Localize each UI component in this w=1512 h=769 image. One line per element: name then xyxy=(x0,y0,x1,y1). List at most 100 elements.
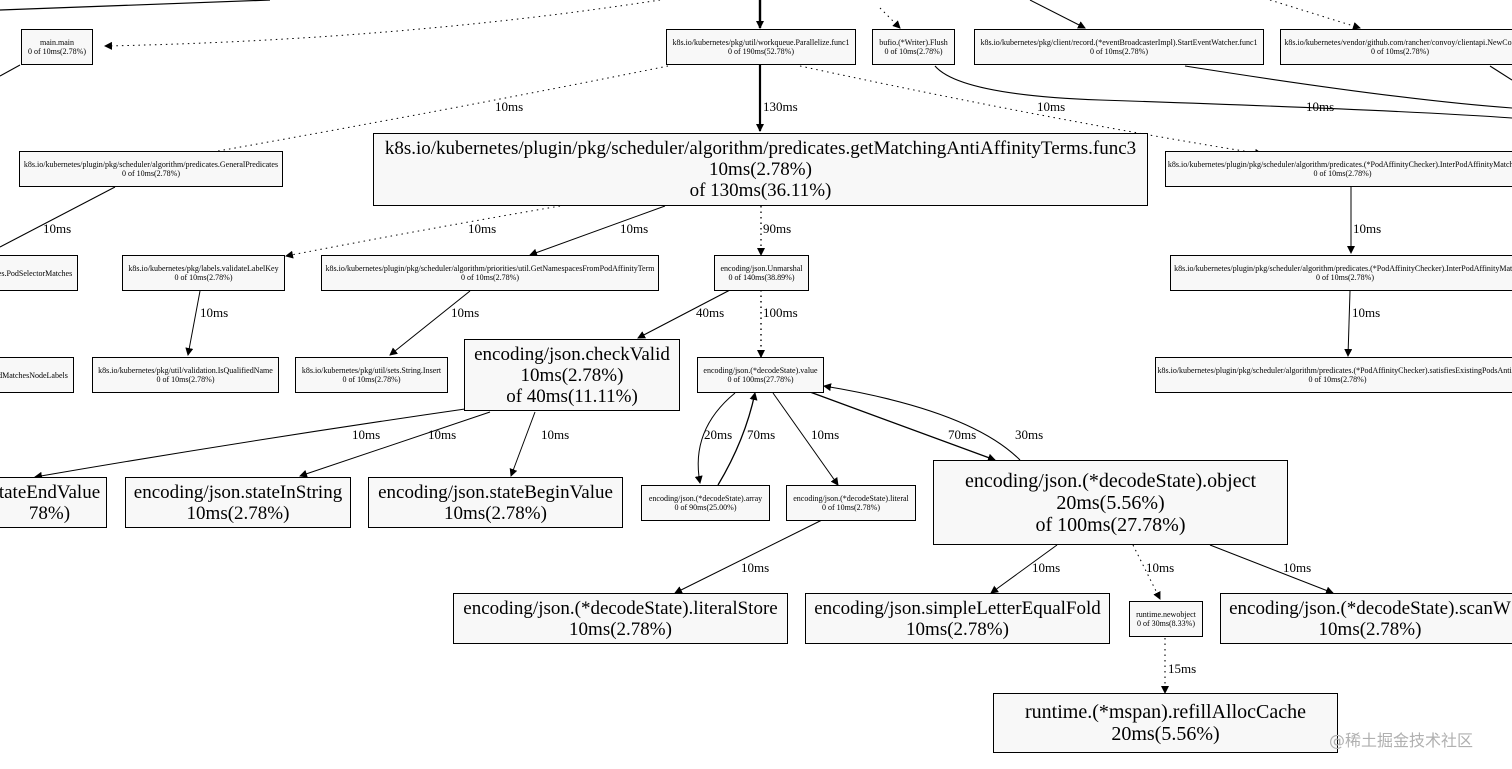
edge-label: 10ms xyxy=(468,221,497,236)
node-name: k8s.io/kubernetes/plugin/pkg/scheduler/a… xyxy=(23,160,279,169)
node-state-begin-value[interactable]: encoding/json.stateBeginValue 10ms(2.78%… xyxy=(368,477,623,528)
edge-label: 10ms xyxy=(1146,560,1175,575)
edge-into-main xyxy=(104,0,661,50)
edge-label: 10ms xyxy=(1037,99,1066,114)
node-refill-alloc[interactable]: runtime.(*mspan).refillAllocCache 20ms(5… xyxy=(993,693,1338,753)
node-name: k8s.io/kubernetes/pkg/client/record.(*ev… xyxy=(980,38,1258,47)
edge-object-value xyxy=(823,383,1021,461)
node-decode-array[interactable]: encoding/json.(*decodeState).array 0 of … xyxy=(641,485,770,521)
edge-label: 10ms xyxy=(1352,305,1381,320)
edge-label: 10ms xyxy=(200,305,229,320)
node-inter-pod-2[interactable]: k8s.io/kubernetes/plugin/pkg/scheduler/a… xyxy=(1170,255,1512,291)
edge-value-literal xyxy=(772,392,839,486)
node-name: encoding/json.stateBeginValue xyxy=(378,481,613,503)
edge-label: 100ms xyxy=(763,305,798,320)
edge-label: 90ms xyxy=(763,221,792,236)
node-is-qualified-name[interactable]: k8s.io/kubernetes/pkg/util/validation.Is… xyxy=(92,357,279,393)
node-name: es.PodSelectorMatches xyxy=(0,268,73,278)
edge-into-convoy xyxy=(1269,0,1361,30)
node-flat: 10ms(2.78%) xyxy=(906,618,1009,640)
node-namespaces[interactable]: k8s.io/kubernetes/plugin/pkg/scheduler/a… xyxy=(321,255,659,291)
edge-object-simple xyxy=(990,544,1058,594)
node-pod-selector[interactable]: es.PodSelectorMatches xyxy=(0,255,78,291)
node-satisfies-existing[interactable]: k8s.io/kubernetes/plugin/pkg/scheduler/a… xyxy=(1155,357,1512,393)
node-name: k8s.io/kubernetes/plugin/pkg/scheduler/a… xyxy=(384,138,1137,159)
node-name: k8s.io/kubernetes/pkg/labels.validateLab… xyxy=(128,264,279,273)
edge-label: 10ms xyxy=(352,427,381,442)
node-name: dMatchesNodeLabels xyxy=(0,370,68,380)
node-main-main[interactable]: main.main 0 of 10ms(2.78%) xyxy=(21,29,93,65)
edge-label: 10ms xyxy=(451,305,480,320)
edge-checkvalid-instring xyxy=(299,411,491,478)
edge-label: 10ms xyxy=(1032,560,1061,575)
edge-label: 10ms xyxy=(541,427,570,442)
node-string-insert[interactable]: k8s.io/kubernetes/pkg/util/sets.String.I… xyxy=(295,357,448,393)
edge-general-selector xyxy=(0,186,116,248)
node-state-in-string[interactable]: encoding/json.stateInString 10ms(2.78%) xyxy=(125,477,351,528)
edge-label: 10ms xyxy=(811,427,840,442)
node-decode-value[interactable]: encoding/json.(*decodeState).value 0 of … xyxy=(697,357,824,393)
node-convoy[interactable]: k8s.io/kubernetes/vendor/github.com/ranc… xyxy=(1280,29,1512,65)
node-event-watcher[interactable]: k8s.io/kubernetes/pkg/client/record.(*ev… xyxy=(974,29,1264,65)
node-validate-label-key[interactable]: k8s.io/kubernetes/pkg/labels.validateLab… xyxy=(122,255,285,291)
node-stat: 0 of 140ms(38.89%) xyxy=(728,273,795,282)
edge-checkvalid-endvalue xyxy=(34,408,466,480)
node-name: k8s.io/kubernetes/plugin/pkg/scheduler/a… xyxy=(1174,264,1512,273)
node-stat: 0 of 10ms(2.78%) xyxy=(156,375,215,384)
node-parallelize[interactable]: k8s.io/kubernetes/pkg/util/workqueue.Par… xyxy=(666,29,856,65)
node-stat: 0 of 10ms(2.78%) xyxy=(122,169,180,178)
node-simple-letter[interactable]: encoding/json.simpleLetterEqualFold 10ms… xyxy=(805,593,1110,644)
node-name: k8s.io/kubernetes/plugin/pkg/scheduler/a… xyxy=(1167,160,1512,169)
edge-literal-store xyxy=(674,519,823,594)
edge-value-array xyxy=(694,392,736,484)
edge-label: 20ms xyxy=(704,427,733,442)
node-general-predicates[interactable]: k8s.io/kubernetes/plugin/pkg/scheduler/a… xyxy=(19,151,283,187)
node-flat: 20ms(5.56%) xyxy=(1111,723,1220,745)
edge-into-event xyxy=(1029,0,1086,29)
node-name: k8s.io/kubernetes/vendor/github.com/ranc… xyxy=(1284,38,1512,47)
node-scan-w[interactable]: encoding/json.(*decodeState).scanW 10ms(… xyxy=(1220,593,1512,644)
node-stat: 0 of 10ms(2.78%) xyxy=(1090,47,1148,56)
node-name: k8s.io/kubernetes/pkg/util/validation.Is… xyxy=(98,366,273,375)
node-flat: 10ms(2.78%) xyxy=(444,502,547,524)
node-stat: 0 of 30ms(8.33%) xyxy=(1137,619,1195,628)
node-state-end-value[interactable]: tateEndValue 78%) xyxy=(0,477,107,528)
edge-convoy-right xyxy=(1489,65,1512,81)
node-literal-store[interactable]: encoding/json.(*decodeState).literalStor… xyxy=(453,593,788,644)
edge-label: 10ms xyxy=(43,221,72,236)
node-flat: 10ms(2.78%) xyxy=(709,159,812,180)
edge-label: 10ms xyxy=(428,427,457,442)
node-name: encoding/json.(*decodeState).scanW xyxy=(1229,597,1511,619)
edge-label: 10ms xyxy=(1306,99,1335,114)
edge-unmarshal-checkvalid xyxy=(637,289,731,339)
node-name: encoding/json.simpleLetterEqualFold xyxy=(814,597,1101,619)
edge-label: 40ms xyxy=(696,305,725,320)
node-cum: of 130ms(36.11%) xyxy=(689,180,832,201)
node-matches-node-labels[interactable]: dMatchesNodeLabels xyxy=(0,357,74,393)
node-anti-affinity[interactable]: k8s.io/kubernetes/plugin/pkg/scheduler/a… xyxy=(373,133,1148,206)
node-decode-literal[interactable]: encoding/json.(*decodeState).literal 0 o… xyxy=(786,485,916,521)
edge-anti-namespaces xyxy=(529,205,666,257)
node-name: encoding/json.(*decodeState).object xyxy=(964,469,1256,492)
edge-label: 10ms xyxy=(495,99,524,114)
node-check-valid[interactable]: encoding/json.checkValid 10ms(2.78%) of … xyxy=(464,339,680,411)
watermark: @稀土掘金技术社区 xyxy=(1329,731,1474,750)
edge-anti-labelkey xyxy=(285,205,561,259)
node-stat: 0 of 10ms(2.78%) xyxy=(461,273,519,282)
edge-bufio-right xyxy=(934,65,1512,119)
node-newobject[interactable]: runtime.newobject 0 of 30ms(8.33%) xyxy=(1129,601,1203,637)
edge-label: 10ms xyxy=(1353,221,1382,236)
node-inter-pod-1[interactable]: k8s.io/kubernetes/plugin/pkg/scheduler/a… xyxy=(1165,151,1512,187)
node-decode-object[interactable]: encoding/json.(*decodeState).object 20ms… xyxy=(933,460,1288,545)
edge-label: 130ms xyxy=(763,99,798,114)
edge-object-newobject xyxy=(1132,544,1161,600)
node-unmarshal[interactable]: encoding/json.Unmarshal 0 of 140ms(38.89… xyxy=(714,255,809,291)
edge-object-scan xyxy=(1209,544,1334,595)
node-cum: of 40ms(11.11%) xyxy=(506,385,638,407)
edge-label: 70ms xyxy=(747,427,776,442)
node-name: runtime.newobject xyxy=(1136,610,1196,619)
node-bufio-flush[interactable]: bufio.(*Writer).Flush 0 of 10ms(2.78%) xyxy=(872,29,955,65)
edge-checkvalid-beginvalue xyxy=(509,411,536,477)
node-stat: 0 of 10ms(2.78%) xyxy=(1371,47,1429,56)
